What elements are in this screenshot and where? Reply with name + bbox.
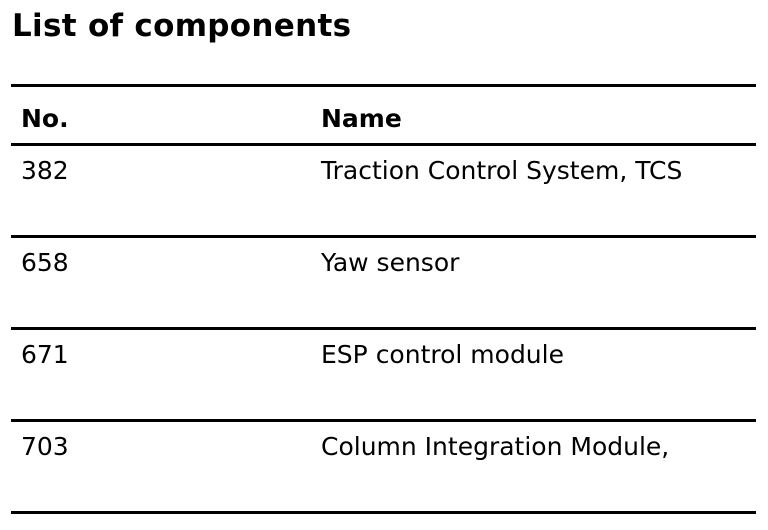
column-header-no: No. [21,104,69,133]
row-name-cell: ESP control module [321,340,564,369]
column-header-name: Name [321,104,402,133]
table-header-row: No. Name [11,87,756,146]
table-row: 382 Traction Control System, TCS [11,146,756,238]
table-top-rule [11,84,756,87]
row-number-cell: 703 [21,432,69,461]
components-table: No. Name 382 Traction Control System, TC… [11,84,756,514]
row-number-cell: 382 [21,156,69,185]
table-row: 658 Yaw sensor [11,238,756,330]
row-number-cell: 658 [21,248,69,277]
table-row: 703 Column Integration Module, [11,422,756,514]
row-name-cell: Column Integration Module, [321,432,670,461]
row-number-cell: 671 [21,340,69,369]
row-name-cell: Yaw sensor [321,248,460,277]
table-row: 671 ESP control module [11,330,756,422]
page-title: List of components [12,8,352,44]
row-name-cell: Traction Control System, TCS [321,156,683,185]
